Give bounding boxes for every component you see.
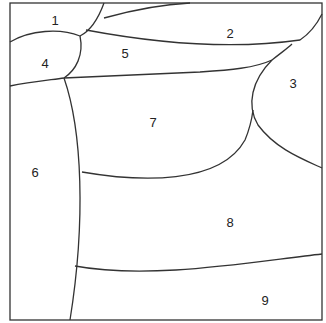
region-number: 4 [41,57,48,70]
region-number: 3 [289,77,296,90]
region-number: 5 [121,47,128,60]
region-number: 6 [31,166,38,179]
region-boundary [10,78,64,86]
map-border [10,3,322,320]
region-boundary [64,44,292,78]
region-number: 7 [149,116,156,129]
region-boundary [104,3,190,18]
region-boundary [252,60,322,168]
region-number: 9 [261,294,268,307]
region-boundary [75,254,322,271]
region-boundary [86,14,322,45]
region-boundary [64,36,81,78]
region-boundary [82,110,253,178]
region-boundary [10,3,104,42]
region-number: 1 [51,14,58,27]
region-boundary [64,78,80,320]
region-number: 8 [226,216,233,229]
region-number: 2 [226,27,233,40]
